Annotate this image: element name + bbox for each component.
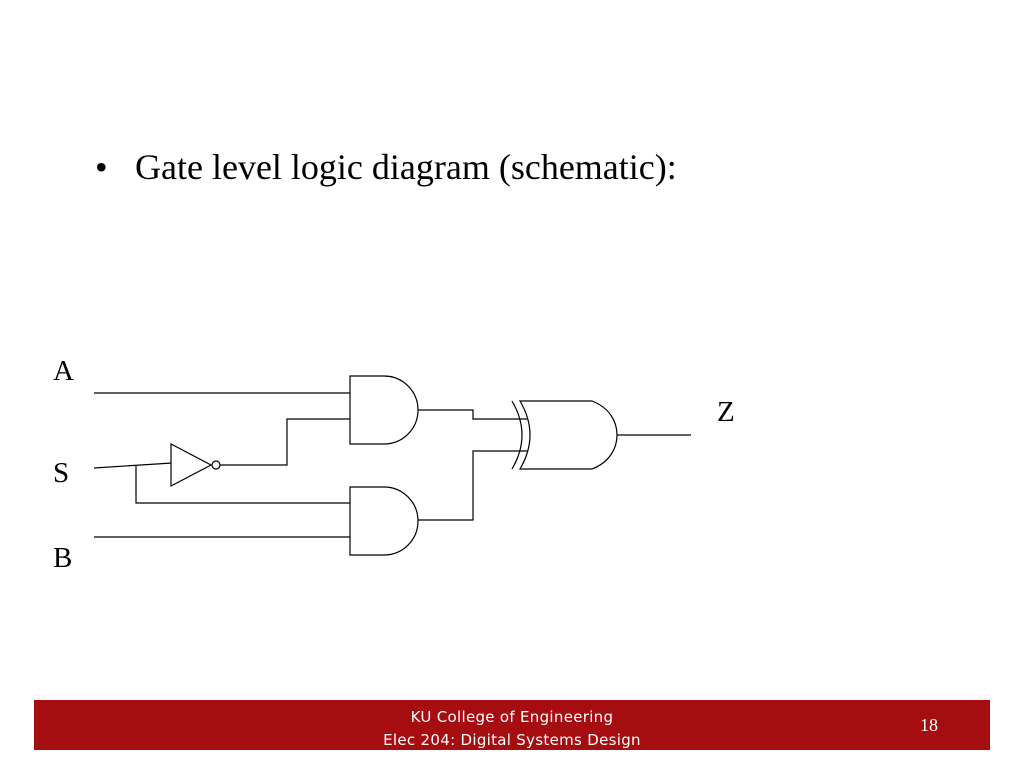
logic-schematic: A S B Z [53,355,735,574]
input-label-b: B [53,542,72,574]
footer-text: KU College of Engineering Elec 204: Digi… [34,706,990,752]
or-gate-back-curve [511,400,523,470]
footer-college: KU College of Engineering [410,708,614,726]
not-gate-bubble [211,460,221,470]
footer-course: Elec 204: Digital Systems Design [383,731,641,749]
wire-s-branch [135,466,350,504]
wire-not-s [220,418,350,466]
page-number: 18 [920,715,938,735]
and-gate-upper [349,375,419,445]
bullet-marker: • [95,147,108,187]
or-gate [518,400,618,470]
bullet-item: • Gate level logic diagram (schematic): [95,146,677,188]
and-gate-lower [349,486,419,556]
not-gate [170,443,213,487]
wire-and-lower-out [418,450,528,521]
input-label-s: S [53,457,69,489]
wire-s [93,462,173,469]
input-label-a: A [53,355,74,387]
bullet-text: Gate level logic diagram (schematic): [135,147,677,187]
output-label-z: Z [717,396,735,428]
wire-and-upper-out [418,409,528,420]
footer-bar: KU College of Engineering Elec 204: Digi… [34,700,990,750]
